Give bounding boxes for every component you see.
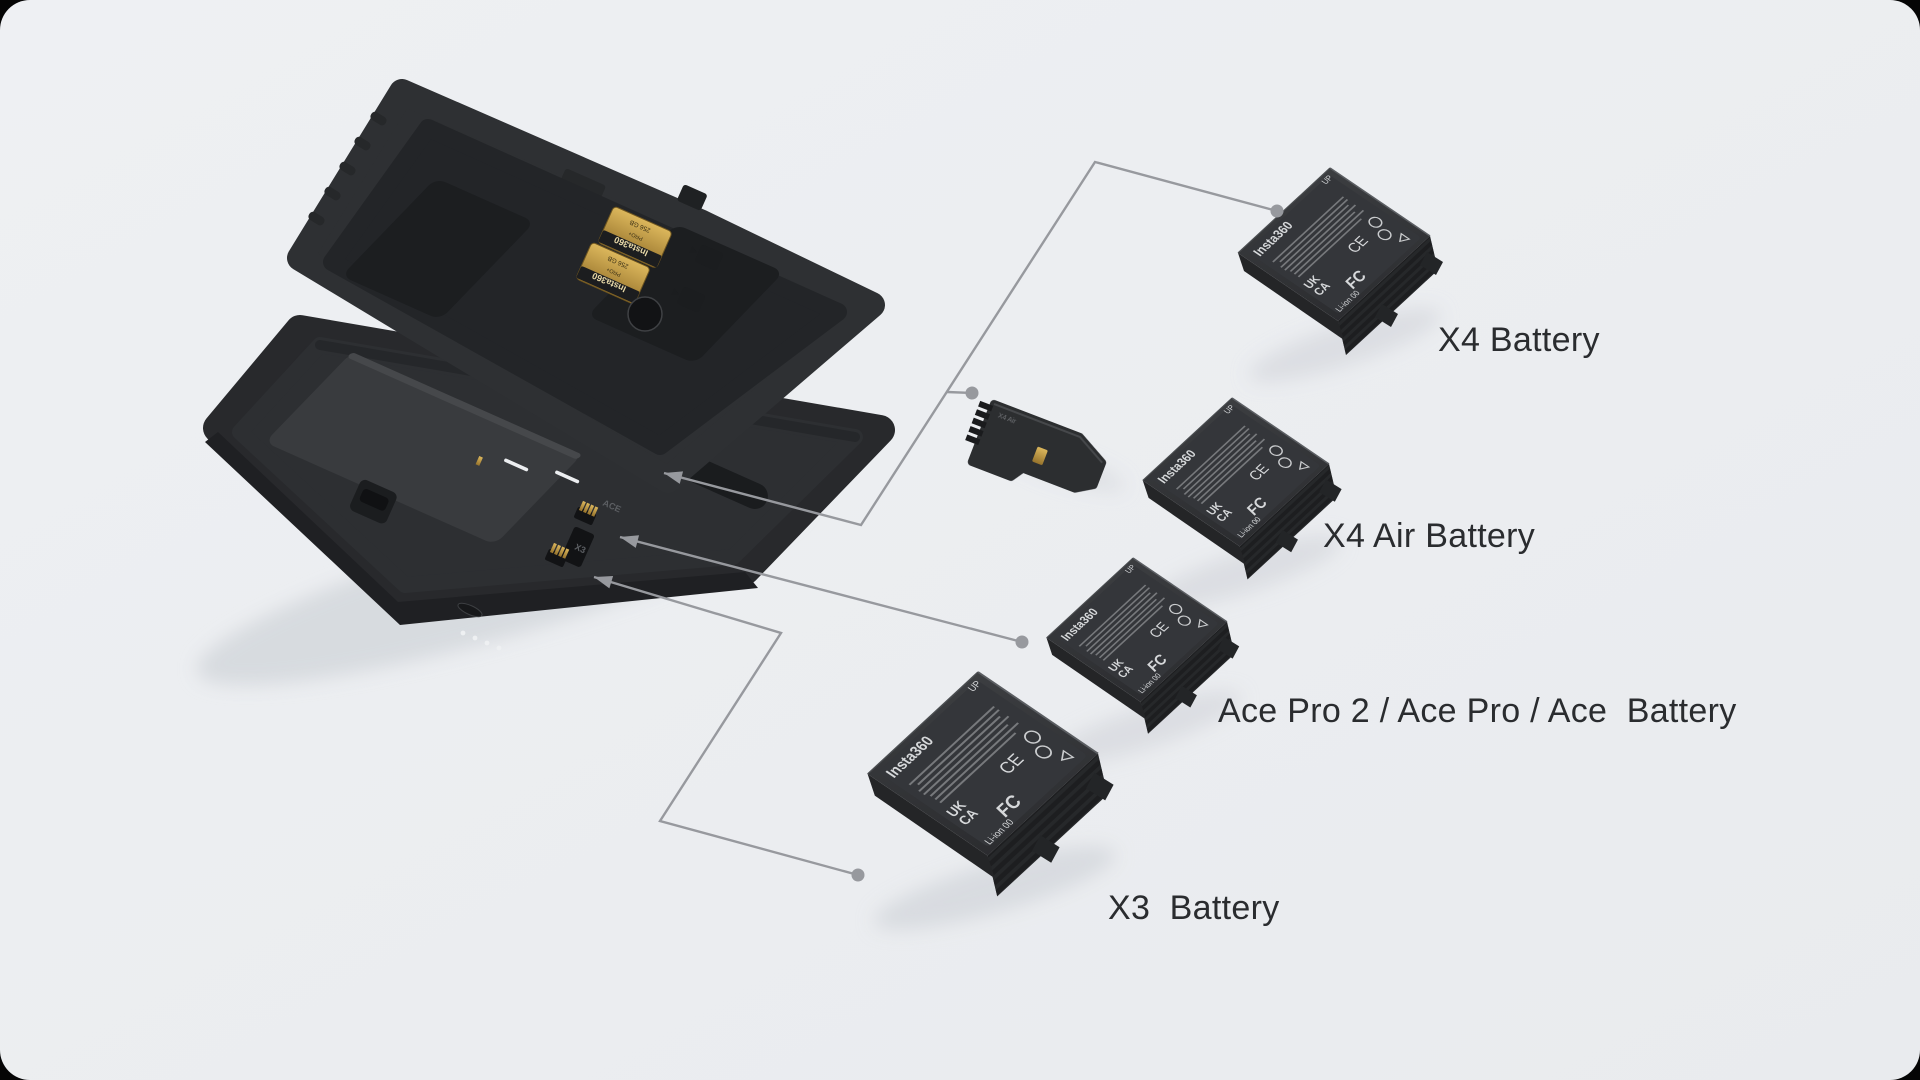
adapter-teeth [965, 400, 994, 446]
slot-divider-mark [504, 458, 529, 472]
pogo-pin-single [475, 456, 483, 466]
callout-line-x4 [663, 160, 1278, 527]
lid-pad-left [346, 181, 530, 317]
callout-lines [593, 160, 1278, 877]
label-ace-battery: Ace Pro 2 / Ace Pro / Ace Battery [1218, 692, 1737, 730]
lid-notch [677, 184, 707, 211]
callout-arrow-x3 [594, 575, 614, 589]
microsd-slot-icon [671, 286, 705, 313]
callout-arrow-x4 [664, 471, 684, 484]
callout-dot-x4air [965, 386, 979, 400]
label-x3-battery: X3 Battery [1108, 889, 1280, 927]
callout-arrow-ace [620, 535, 640, 548]
callout-dot-ace [1015, 635, 1029, 649]
slot-block [561, 526, 595, 567]
usb-c-port [457, 602, 483, 618]
callout-endpoints [594, 204, 1284, 882]
lid-ribs [308, 111, 387, 226]
slot-label-x3: X3 [573, 542, 587, 556]
callout-line-ace [619, 535, 1023, 644]
charging-case: X4 ACE X3 [203, 79, 895, 651]
callout-line-x3 [593, 575, 859, 877]
sd-grade-text: PRO+ [628, 230, 644, 242]
status-leds [460, 630, 502, 651]
sd-card-2: Insta360 256 GB PRO+ [576, 242, 650, 304]
sd-grade-text: PRO+ [606, 266, 622, 278]
microsd-slot-icon [689, 244, 723, 271]
case-base-front-face [205, 432, 758, 625]
callout-dot-x4 [1270, 204, 1284, 218]
adapter-gold-contact [1032, 446, 1048, 465]
lid-latch-tab [560, 168, 606, 200]
case-base: X4 ACE X3 [203, 315, 895, 651]
sd-card-1: Insta360 256 GB PRO+ [598, 206, 672, 268]
x4-air-adapter: X4 Air [965, 400, 1107, 493]
battery-platform [269, 353, 595, 567]
slot-divider-mark [555, 470, 580, 484]
case-lid: Insta360 256 GB PRO+ Insta360 256 GB PRO… [287, 79, 885, 493]
label-x4-air-battery: X4 Air Battery [1323, 517, 1535, 555]
label-x4-battery: X4 Battery [1438, 321, 1600, 359]
latch-button [350, 479, 397, 524]
lid-button [627, 296, 663, 332]
callout-dot-x3 [851, 868, 865, 882]
